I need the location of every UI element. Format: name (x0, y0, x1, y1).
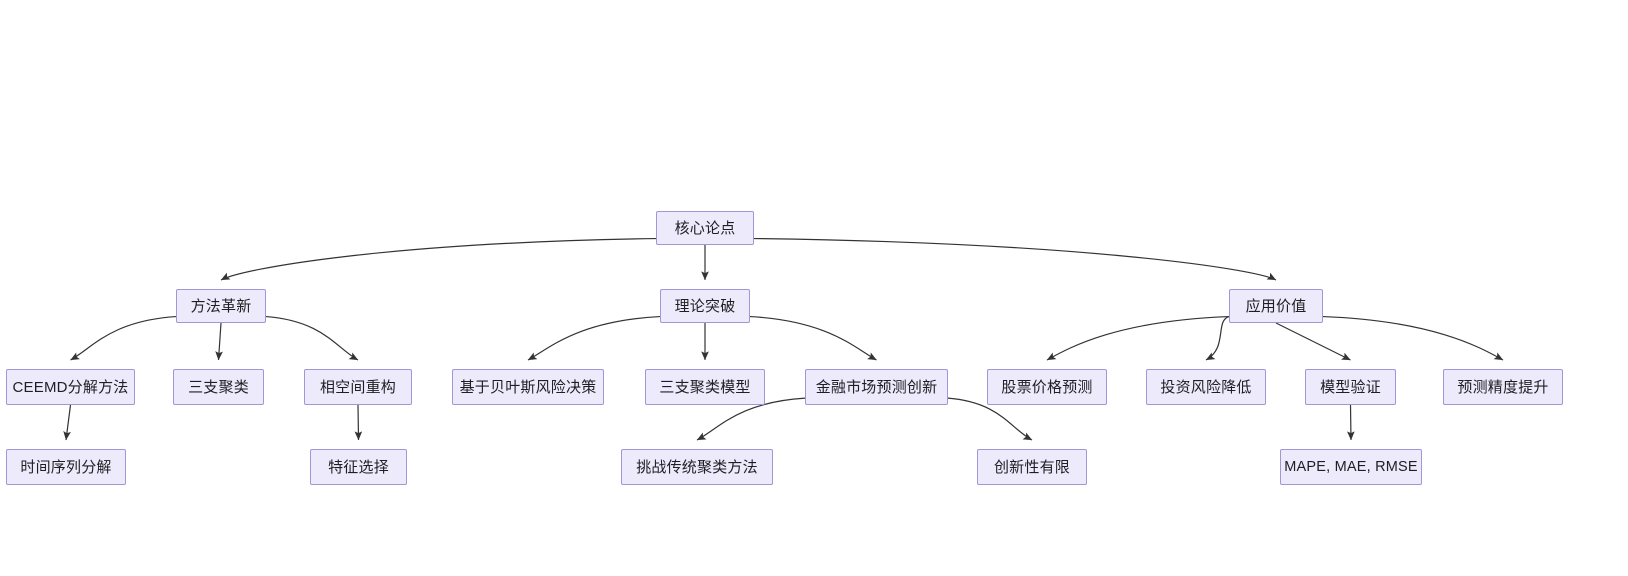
edge-paths (63, 237, 1504, 441)
node-label: 金融市场预测创新 (815, 378, 938, 396)
node-l3a1[interactable]: CEEMD分解方法 (6, 369, 135, 405)
edge-l3a3-to-l4b (354, 404, 363, 441)
node-l3c4[interactable]: 预测精度提升 (1443, 369, 1563, 405)
node-l4c[interactable]: 挑战传统聚类方法 (621, 449, 773, 485)
edge-l2c-to-l3c4 (1322, 315, 1504, 361)
node-label: 模型验证 (1320, 378, 1381, 396)
node-l3b2[interactable]: 三支聚类模型 (645, 369, 765, 405)
node-l4b[interactable]: 特征选择 (310, 449, 407, 485)
node-l3c2[interactable]: 投资风险降低 (1146, 369, 1266, 405)
node-l2a[interactable]: 方法革新 (176, 289, 266, 323)
node-label: 创新性有限 (993, 458, 1070, 476)
node-label: 投资风险降低 (1160, 378, 1252, 396)
edge-l3c3-to-l4e (1347, 404, 1355, 441)
node-l2c[interactable]: 应用价值 (1229, 289, 1323, 323)
node-label: 理论突破 (674, 297, 736, 315)
node-l2b[interactable]: 理论突破 (660, 289, 750, 323)
edge-l3a1-to-l4a (63, 404, 72, 441)
node-l3c1[interactable]: 股票价格预测 (987, 369, 1107, 405)
node-label: MAPE, MAE, RMSE (1284, 458, 1418, 475)
edge-l2b-to-l3b3 (749, 315, 877, 361)
node-label: 预测精度提升 (1457, 378, 1549, 396)
node-label: 挑战传统聚类方法 (636, 458, 758, 476)
edge-root-to-l2c (753, 237, 1277, 281)
node-label: 相空间重构 (319, 378, 396, 396)
node-l3a3[interactable]: 相空间重构 (304, 369, 412, 405)
node-label: 方法革新 (190, 297, 252, 315)
edge-l2c-to-l3c2 (1205, 315, 1230, 361)
node-l4e[interactable]: MAPE, MAE, RMSE (1280, 449, 1422, 485)
edge-l2b-to-l3b1 (527, 315, 661, 361)
edge-l2a-to-l3a1 (70, 315, 177, 361)
node-label: 三支聚类模型 (659, 378, 751, 396)
node-label: 核心论点 (674, 219, 736, 237)
edge-l2c-to-l3c1 (1046, 315, 1230, 361)
node-label: 时间序列分解 (20, 458, 112, 476)
node-label: 应用价值 (1245, 297, 1307, 315)
node-label: CEEMD分解方法 (12, 378, 129, 396)
node-l3b3[interactable]: 金融市场预测创新 (805, 369, 948, 405)
edge-l2a-to-l3a3 (265, 315, 359, 361)
node-l3a2[interactable]: 三支聚类 (173, 369, 264, 405)
edge-l2c-to-l3c3 (1275, 322, 1351, 361)
node-l3c3[interactable]: 模型验证 (1305, 369, 1396, 405)
node-l3b1[interactable]: 基于贝叶斯风险决策 (452, 369, 604, 405)
node-l4a[interactable]: 时间序列分解 (6, 449, 126, 485)
node-label: 三支聚类 (188, 378, 249, 396)
node-l4d[interactable]: 创新性有限 (977, 449, 1087, 485)
edge-l2a-to-l3a2 (215, 322, 223, 361)
node-label: 特征选择 (328, 458, 389, 476)
node-root[interactable]: 核心论点 (656, 211, 754, 245)
node-label: 股票价格预测 (1001, 378, 1093, 396)
node-label: 基于贝叶斯风险决策 (459, 378, 597, 396)
edge-root-to-l2a (220, 237, 657, 281)
